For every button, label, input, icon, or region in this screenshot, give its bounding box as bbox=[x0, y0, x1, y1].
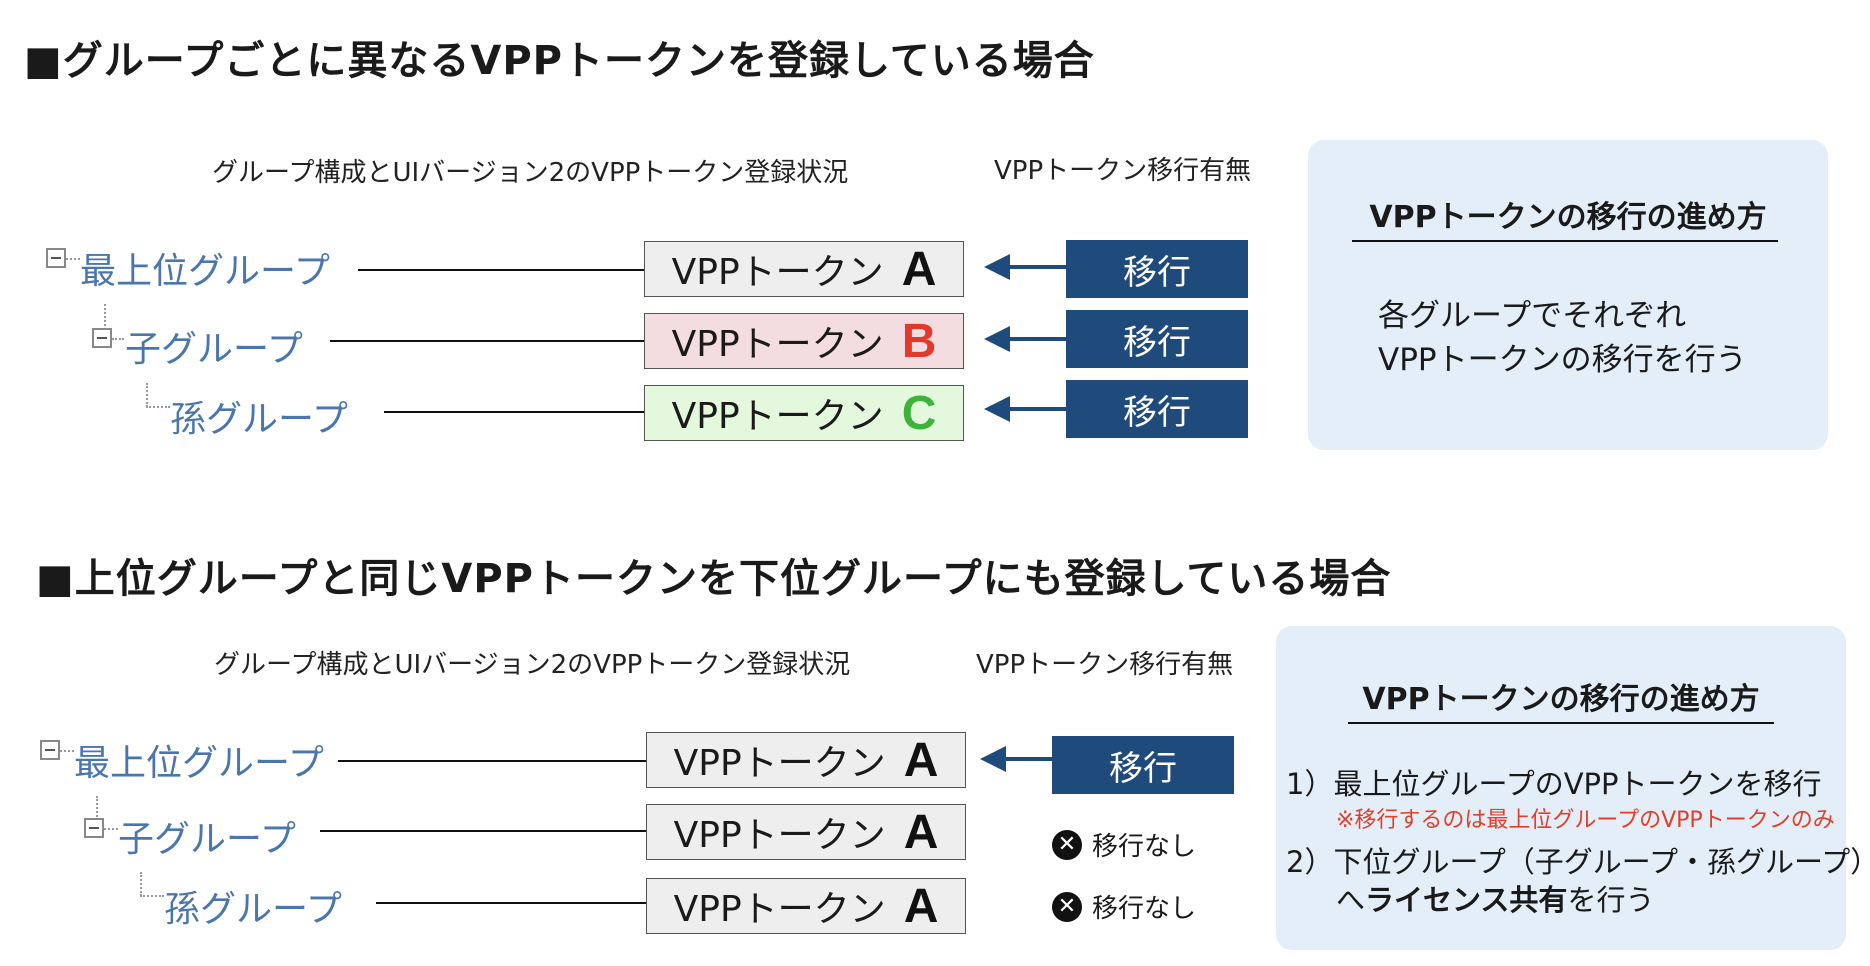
section1-structure-header: グループ構成とUIバージョン2のVPPトークン登録状況 bbox=[212, 158, 849, 188]
panel-step1-note: ※移行するのは最上位グループのVPPトークンのみ bbox=[1336, 808, 1835, 833]
migrate-badge: 移行 bbox=[1052, 736, 1234, 794]
arrow-left-icon bbox=[980, 746, 1006, 772]
token-label: VPPトークン bbox=[673, 889, 886, 930]
token-letter: C bbox=[901, 386, 937, 440]
collapse-icon[interactable] bbox=[84, 818, 104, 838]
x-circle-icon: ✕ bbox=[1052, 891, 1082, 922]
vpp-token-box: VPPトークン A bbox=[646, 732, 966, 788]
token-label: VPPトークン bbox=[673, 815, 886, 856]
migration-steps-panel bbox=[1276, 626, 1846, 950]
token-label: VPPトークン bbox=[671, 252, 884, 293]
token-letter: B bbox=[901, 314, 937, 368]
section1-migration-header: VPPトークン移行有無 bbox=[994, 156, 1252, 186]
vpp-token-box: VPPトークン A bbox=[646, 804, 966, 860]
collapse-icon[interactable] bbox=[92, 328, 112, 348]
token-letter: A bbox=[903, 733, 939, 787]
token-letter: A bbox=[903, 879, 939, 933]
migrate-badge: 移行 bbox=[1066, 310, 1248, 368]
section2-heading: ■上位グループと同じVPPトークンを下位グループにも登録している場合 bbox=[36, 556, 1392, 602]
collapse-icon[interactable] bbox=[40, 740, 60, 760]
tree-item-grandchild-group[interactable]: 孫グループ bbox=[170, 399, 348, 440]
arrow-left-icon bbox=[984, 254, 1010, 280]
no-migration-label: ✕ 移行なし bbox=[1052, 888, 1196, 925]
panel-line: 各グループでそれぞれ bbox=[1378, 298, 1687, 334]
tree-item-grandchild-group[interactable]: 孫グループ bbox=[164, 889, 342, 930]
token-label: VPPトークン bbox=[671, 396, 884, 437]
panel-title: VPPトークンの移行の進め方 bbox=[1362, 682, 1760, 717]
token-letter: A bbox=[901, 242, 937, 296]
panel-title: VPPトークンの移行の進め方 bbox=[1369, 200, 1767, 235]
vpp-token-box: VPPトークン A bbox=[646, 878, 966, 934]
no-migration-text: 移行なし bbox=[1092, 894, 1197, 924]
no-migration-text: 移行なし bbox=[1092, 832, 1197, 862]
vpp-token-box: VPPトークン A bbox=[644, 241, 964, 297]
section1-heading: ■グループごとに異なるVPPトークンを登録している場合 bbox=[24, 38, 1095, 84]
migrate-badge: 移行 bbox=[1066, 240, 1248, 298]
tree-item-child-group[interactable]: 子グループ bbox=[125, 329, 303, 370]
tree-item-top-group[interactable]: 最上位グループ bbox=[80, 251, 330, 292]
vpp-token-box: VPPトークン C bbox=[644, 385, 964, 441]
vpp-token-box: VPPトークン B bbox=[644, 313, 964, 369]
no-migration-label: ✕ 移行なし bbox=[1052, 826, 1196, 863]
section2-migration-header: VPPトークン移行有無 bbox=[976, 650, 1234, 680]
panel-step2-line1: 2）下位グループ（子グループ・孫グループ） bbox=[1286, 845, 1870, 879]
arrow-left-icon bbox=[984, 396, 1010, 422]
token-label: VPPトークン bbox=[673, 743, 886, 784]
migrate-badge: 移行 bbox=[1066, 380, 1248, 438]
arrow-left-icon bbox=[984, 326, 1010, 352]
token-label: VPPトークン bbox=[671, 324, 884, 365]
panel-step2-line2: へライセンス共有を行う bbox=[1336, 883, 1655, 917]
x-circle-icon: ✕ bbox=[1052, 829, 1082, 860]
tree-item-child-group[interactable]: 子グループ bbox=[118, 819, 296, 860]
panel-line: VPPトークンの移行を行う bbox=[1378, 342, 1747, 378]
migration-steps-panel bbox=[1308, 140, 1828, 450]
token-letter: A bbox=[903, 805, 939, 859]
collapse-icon[interactable] bbox=[46, 248, 66, 268]
tree-item-top-group[interactable]: 最上位グループ bbox=[74, 743, 324, 784]
panel-step1: 1）最上位グループのVPPトークンを移行 bbox=[1286, 767, 1822, 801]
section2-structure-header: グループ構成とUIバージョン2のVPPトークン登録状況 bbox=[214, 650, 851, 680]
